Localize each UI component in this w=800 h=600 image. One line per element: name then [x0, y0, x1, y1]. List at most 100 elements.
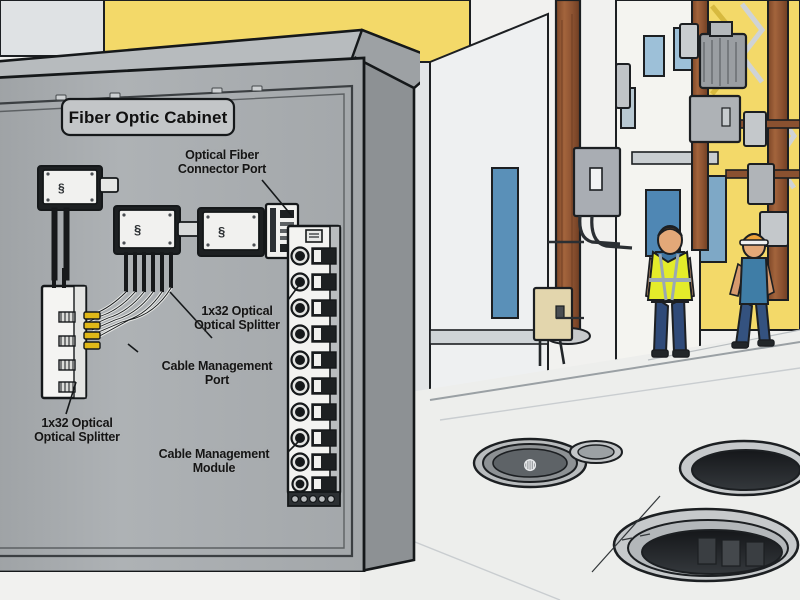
cabinet-nameplate — [60, 97, 236, 137]
worker2-hat-brim — [739, 239, 769, 246]
duct-bank-a — [697, 537, 717, 565]
splitter-feed-b — [62, 268, 66, 288]
pole-cabinet-upper — [688, 94, 742, 144]
screw-c2 — [252, 215, 256, 219]
patch-port-row — [290, 272, 337, 292]
splice-box-left: § — [37, 165, 119, 281]
inter-box-coupler — [177, 221, 201, 237]
duct-bank-b — [721, 539, 741, 567]
footer-port-5 — [327, 495, 336, 504]
worker1-shoe-right — [672, 349, 690, 358]
worker-hard-hat — [729, 233, 775, 349]
worker-hi-vis — [645, 225, 695, 358]
splice-box-right-face — [202, 211, 260, 251]
screw-a4 — [90, 198, 94, 202]
leader-cable-module — [287, 439, 301, 453]
pole-small-box-a — [743, 111, 767, 147]
screw-c3 — [206, 243, 210, 247]
manhole-leader — [591, 495, 661, 573]
fiber-connector-gold-1 — [83, 311, 101, 320]
transformer-cap — [709, 21, 733, 37]
patch-port-row — [291, 475, 337, 493]
callout-leaders — [65, 179, 301, 453]
callout-cable-management-module: Cable Management Module — [158, 447, 270, 475]
cabinet-door-recess — [0, 84, 354, 558]
worker1-shoe-left — [651, 349, 669, 358]
splitter-feed-a — [52, 268, 56, 288]
pole-enclosure-tan — [532, 286, 574, 342]
manhole-cover-inner — [492, 448, 568, 478]
window-upper-a — [643, 35, 665, 77]
leader-splitter-lower — [65, 381, 77, 415]
cabinet-title-label: Fiber Optic Cabinet — [68, 108, 228, 127]
enclosure-tan-drops — [538, 339, 566, 366]
worker2-shoe-right — [757, 339, 775, 347]
manhole-leader-dashes — [621, 533, 651, 541]
drop-b6 — [169, 252, 173, 288]
terminal-row-a — [280, 222, 294, 226]
manhole-emblem: ◍ — [523, 456, 536, 473]
patch-port-row — [290, 452, 337, 472]
fiber-optic-cabinet: § § — [0, 28, 420, 572]
screw-b1 — [122, 213, 126, 217]
splice-box-left-face — [42, 169, 98, 205]
footer-port-3 — [309, 495, 318, 504]
utility-poles — [532, 0, 800, 366]
pole-cabinet-vent — [721, 107, 731, 127]
cabinet-tick-b — [109, 92, 121, 99]
cabinet-tick-c — [211, 87, 223, 94]
screw-a3 — [46, 198, 50, 202]
footer-port-4 — [318, 495, 327, 504]
patch-port-row — [290, 402, 337, 422]
leader-cable-port-b — [127, 343, 139, 353]
callout-optical-splitter-lower: 1x32 Optical Optical Splitter — [34, 416, 120, 444]
patch-port-row — [290, 298, 337, 318]
worker2-shoe-left — [731, 341, 749, 349]
pole-small-box-d — [679, 23, 699, 59]
screw-a2 — [90, 172, 94, 176]
enclosure-tan-latch — [555, 305, 565, 319]
wall-box-left — [615, 63, 631, 109]
duct-bank-c — [745, 541, 765, 567]
patch-port-row — [290, 350, 337, 370]
drop-b3 — [142, 252, 146, 292]
splice-box-mid-face — [118, 209, 176, 249]
fiber-connector-gold-3 — [83, 331, 101, 340]
footer-port-2 — [300, 495, 309, 504]
worker1-head — [657, 225, 683, 255]
splice-box-left-glyph: § — [58, 181, 65, 195]
fiber-connector-gold-4 — [83, 341, 101, 350]
screw-a1 — [46, 172, 50, 176]
screw-c4 — [252, 243, 256, 247]
worker1-vest — [646, 250, 694, 301]
awning-zigzag-b — [738, 2, 766, 84]
drop-b4 — [151, 252, 155, 292]
building-base-band — [429, 329, 549, 345]
worker1-vest-stripe-vert — [658, 253, 680, 301]
splice-box-mid-glyph: § — [134, 222, 141, 237]
callout-optical-fiber-connector-port: Optical Fiber Connector Port — [177, 148, 267, 176]
screw-b3 — [122, 241, 126, 245]
manholes: ◍ — [472, 437, 800, 583]
screw-c1 — [206, 215, 210, 219]
splitter-terminals — [58, 311, 76, 393]
cabinet-tick-a — [55, 94, 67, 101]
leader-splitter-upper — [287, 283, 301, 301]
terminal-module-rail — [270, 208, 276, 252]
leader-cable-port — [169, 291, 213, 339]
pole-grain-near — [561, 14, 573, 326]
utility-pole-far — [767, 0, 789, 301]
terminal-display — [280, 210, 294, 218]
splitter-module-left — [40, 268, 101, 400]
building-gray-far-left — [0, 0, 105, 57]
transformer-fins — [703, 38, 737, 86]
curb-line — [429, 341, 800, 401]
drop-b2 — [133, 252, 137, 292]
pole-small-box-c — [759, 211, 789, 247]
patch-panel-ports — [290, 246, 337, 493]
drop-b5 — [160, 252, 164, 292]
patch-panel-header — [305, 229, 323, 243]
